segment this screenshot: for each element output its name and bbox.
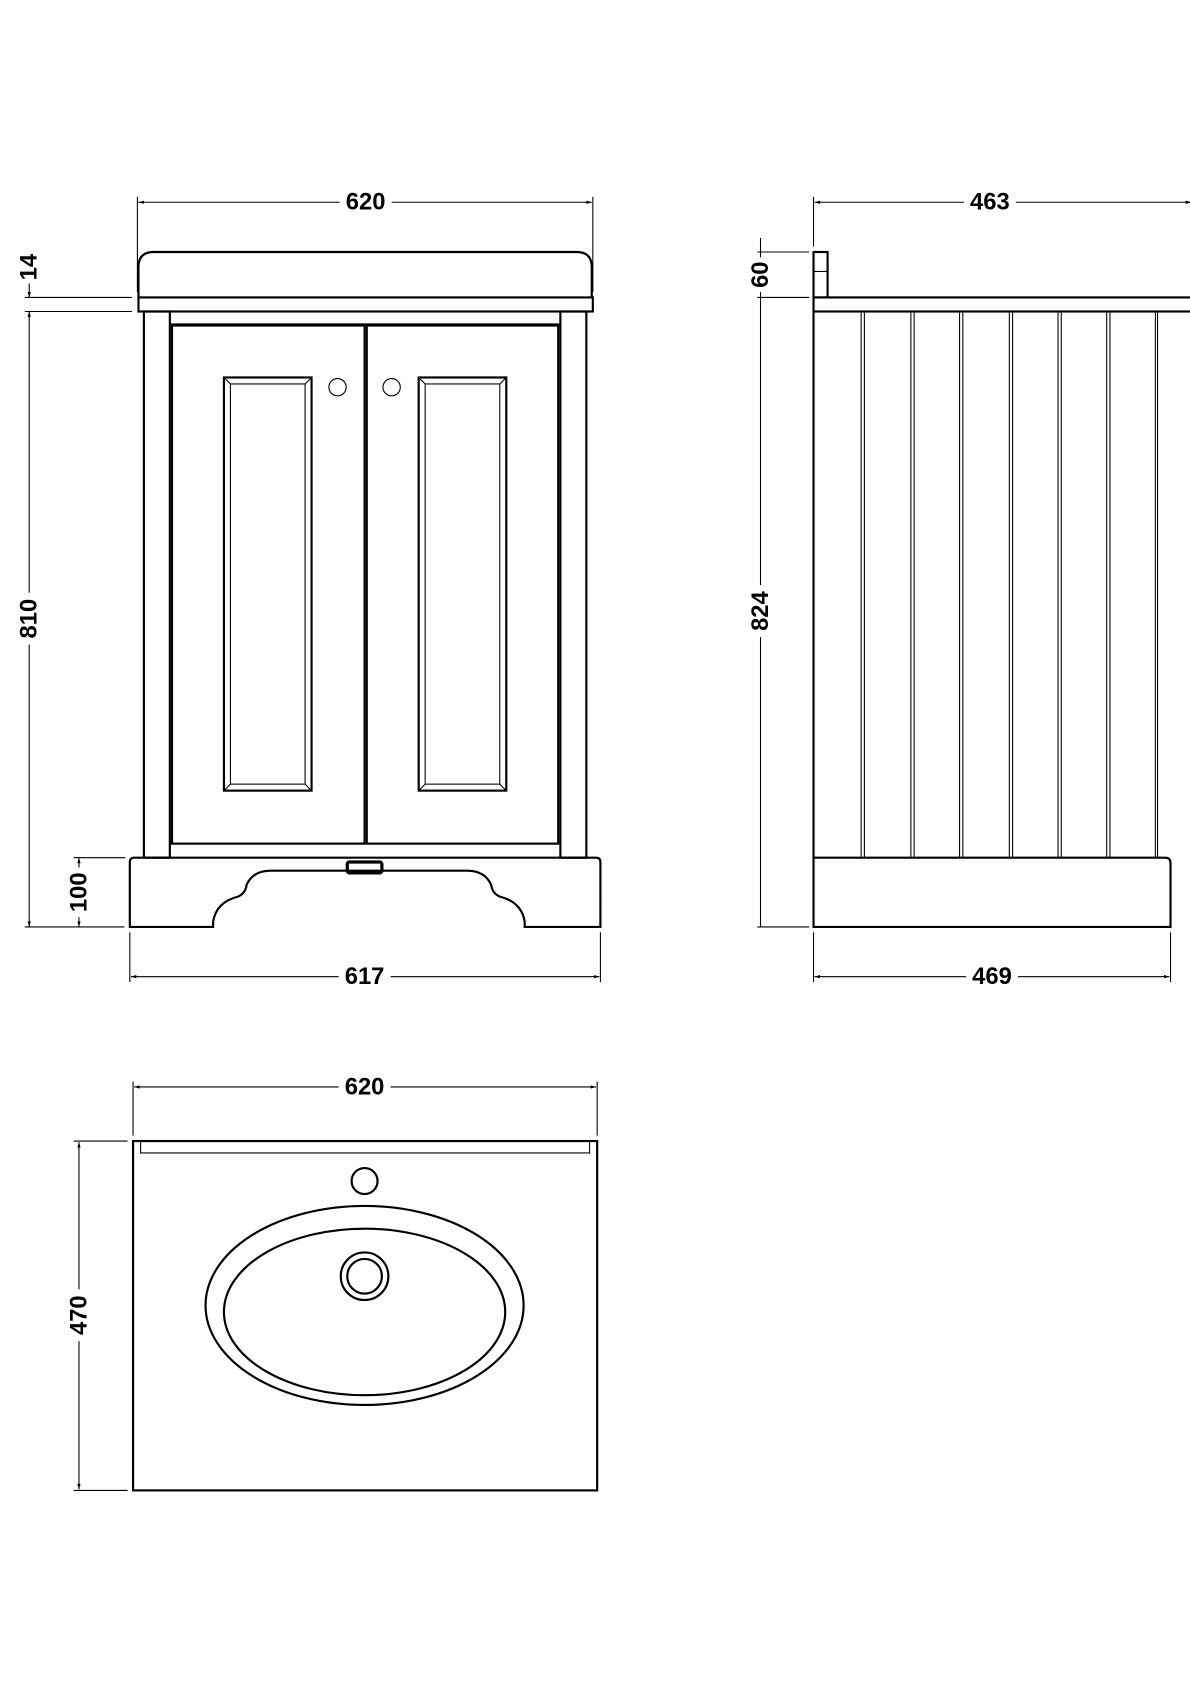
dim-label-height: 810: [16, 599, 43, 639]
left-panel-bevels: [223, 377, 312, 792]
side-worktop: [812, 296, 1190, 313]
upstand: [812, 250, 829, 299]
right-panel-bevels: [418, 377, 507, 792]
side-plinth: [812, 856, 1172, 928]
left-door-panel: [222, 376, 313, 792]
dim-label-plinth-height: 100: [65, 872, 92, 912]
left-leg: [142, 310, 171, 859]
side-view: 463 60 824 469: [747, 189, 1190, 990]
dim-label-width-top: 620: [346, 189, 386, 216]
right-door-panel-inset: [424, 383, 501, 785]
right-door-knob: [382, 378, 401, 397]
dim-label-upstand-height: 60: [747, 261, 774, 287]
left-door-knob: [328, 378, 347, 397]
side-grooves: [860, 312, 1159, 858]
plinth-slot: [345, 860, 384, 875]
dim-label-worktop-thickness: 14: [16, 253, 43, 280]
dim-label-width-bottom: 617: [345, 963, 385, 990]
plinth: [128, 856, 602, 928]
bowl-inner: [222, 1227, 507, 1397]
right-leg: [559, 310, 588, 859]
back-upstand: [140, 1141, 591, 1154]
dim-label-depth-top: 463: [970, 189, 1010, 216]
left-door-panel-inset: [229, 383, 306, 785]
bowl-outer: [204, 1204, 525, 1407]
plan-view: 620 470: [65, 1073, 599, 1492]
waste-outer: [339, 1251, 390, 1302]
waste-inner: [346, 1257, 383, 1295]
basin-outline: [131, 1139, 599, 1492]
dim-label-plan-width: 620: [345, 1073, 385, 1100]
dim-label-plan-depth: 470: [65, 1295, 92, 1335]
dim-label-side-height: 824: [747, 590, 774, 630]
dim-label-depth-bottom: 469: [972, 963, 1012, 990]
tap-hole: [350, 1167, 379, 1196]
front-view: 620 14 810 100 617: [16, 189, 602, 990]
right-door: [365, 324, 560, 845]
right-door-panel: [417, 376, 508, 792]
basin-top: [137, 250, 593, 298]
left-door: [170, 324, 366, 845]
worktop: [137, 296, 594, 313]
